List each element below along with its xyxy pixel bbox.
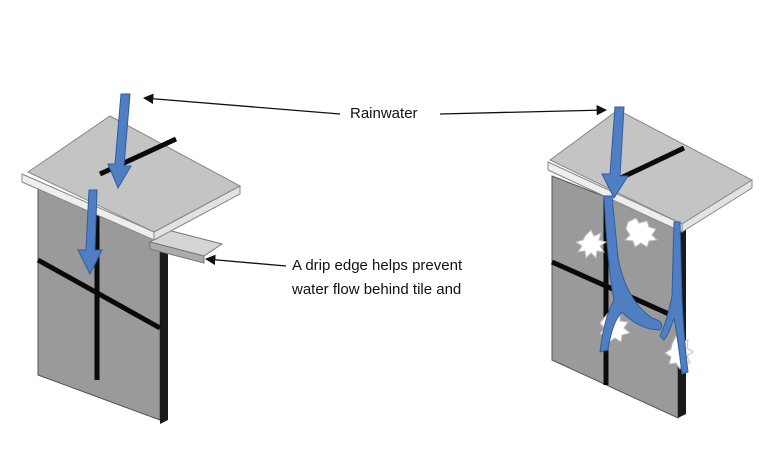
right-water-stream-right (659, 221, 689, 375)
rainwater-callout-left (142, 93, 341, 115)
left-rain-arrow-lower (77, 189, 103, 276)
right-cap-side-edge (681, 179, 753, 233)
left-rain-arrow-upper (107, 93, 132, 190)
drip-edge-label-line-1: A drip edge helps prevent (292, 256, 463, 276)
left-drip-edge-lip (149, 241, 205, 264)
damage-splash-1 (574, 229, 608, 260)
damage-splash-2 (623, 217, 659, 248)
drip-edge-callout (204, 254, 287, 267)
right-wall-assembly (547, 106, 754, 419)
left-wall-assembly (21, 93, 242, 424)
drip-edge-label-line-2: water flow behind tile and (292, 280, 462, 300)
rainwater-callout-right (439, 105, 608, 116)
left-cap-side-edge (153, 185, 241, 241)
left-wall-side-face (160, 226, 168, 424)
right-water-stream-left (599, 195, 663, 353)
rainwater-label: Rainwater (346, 104, 422, 124)
right-rain-arrow (601, 106, 629, 200)
